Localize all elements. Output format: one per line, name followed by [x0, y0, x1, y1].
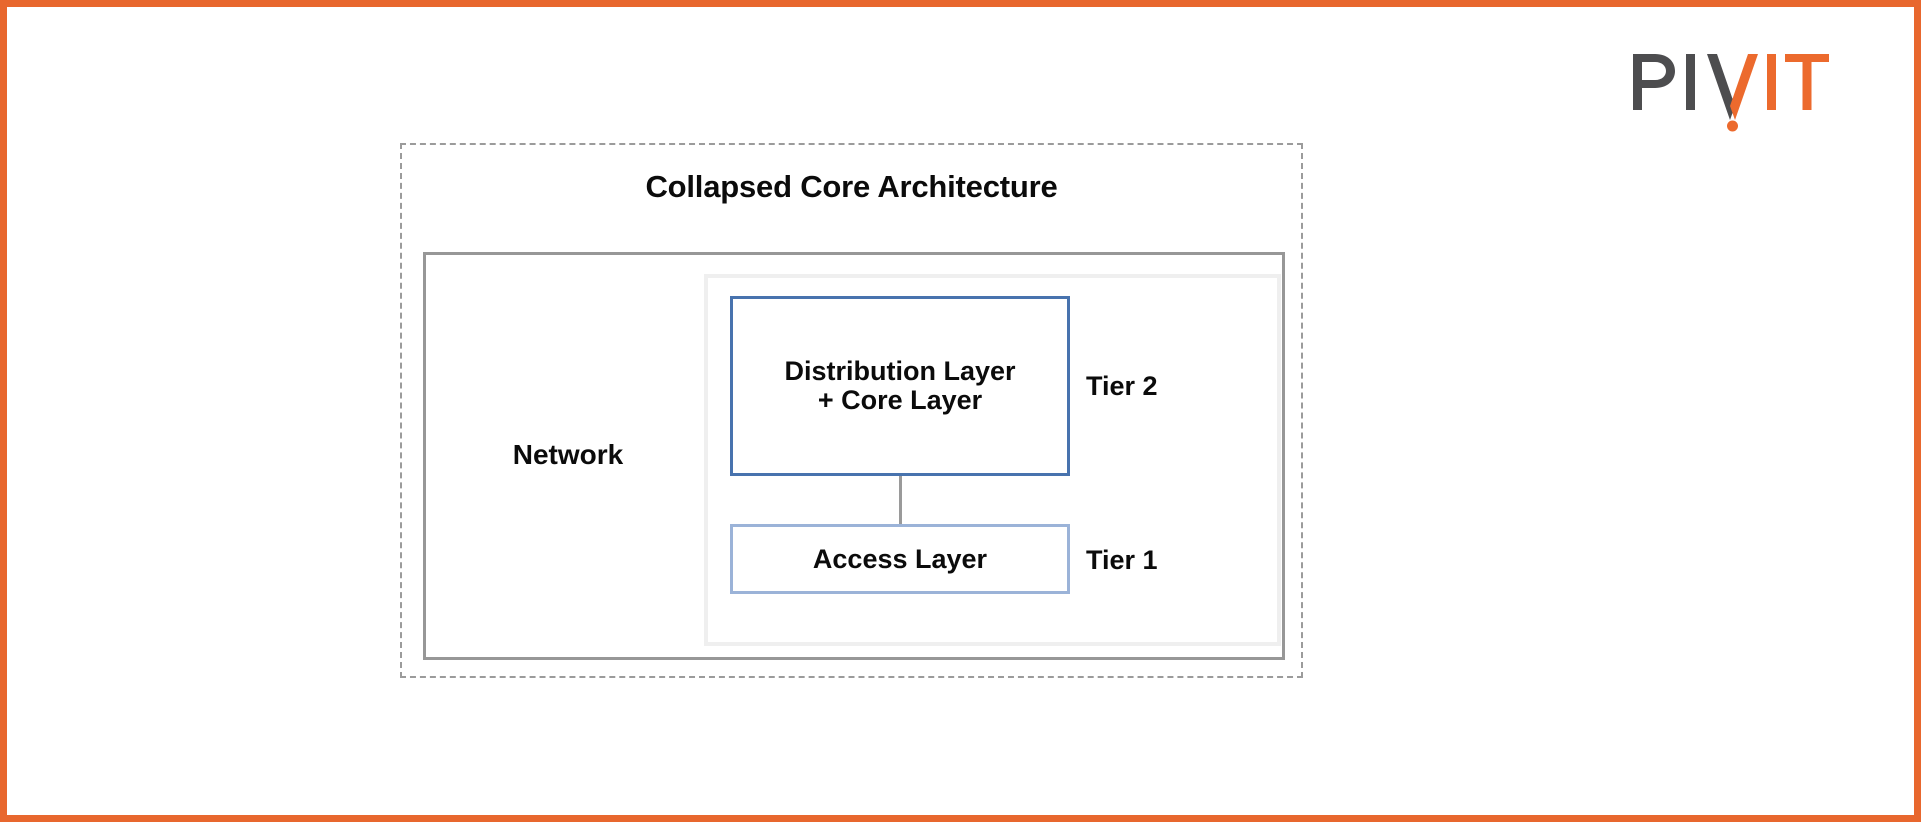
- pivit-logo-icon: [1633, 54, 1829, 132]
- distribution-layer-line: Distribution Layer: [784, 355, 1016, 386]
- network-box: Network Distribution Layer + Core Layer …: [423, 252, 1285, 660]
- tier-group-wrapper: Distribution Layer + Core Layer Access L…: [704, 274, 1281, 646]
- distribution-core-layer-text: Distribution Layer + Core Layer: [784, 355, 1016, 415]
- core-layer-line: + Core Layer: [817, 385, 983, 415]
- pivit-logo: [1631, 48, 1831, 132]
- tier-2-label: Tier 2: [1086, 371, 1158, 401]
- access-layer-text: Access Layer: [812, 543, 988, 574]
- collapsed-core-architecture-container: Collapsed Core Architecture Network Dist…: [400, 143, 1303, 678]
- access-layer-box[interactable]: Access Layer: [730, 524, 1070, 594]
- network-label: Network: [512, 439, 624, 470]
- distribution-core-layer-box[interactable]: Distribution Layer + Core Layer: [730, 296, 1070, 476]
- diagram-title: Collapsed Core Architecture: [645, 169, 1058, 204]
- tier-1-label: Tier 1: [1086, 545, 1158, 575]
- tier-connector-line: [899, 476, 902, 524]
